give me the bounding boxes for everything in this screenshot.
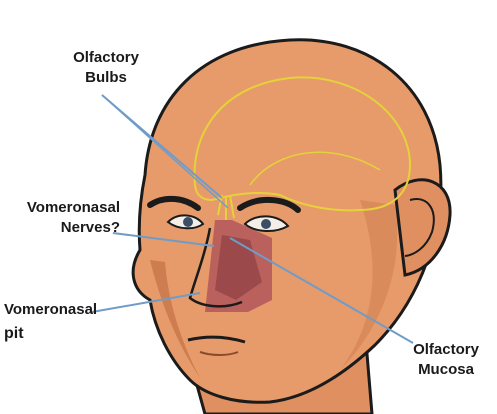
iris-right <box>261 219 271 229</box>
ear <box>395 180 450 275</box>
label-olfactory-mucosa: Olfactory Mucosa <box>400 340 492 380</box>
label-vomeronasal-pit: Vomeronasal pit <box>4 300 104 344</box>
iris-left <box>183 217 193 227</box>
label-olfactory-bulbs: Olfactory Bulbs <box>56 48 156 88</box>
label-vomeronasal-nerves: Vomeronasal Nerves? <box>0 198 120 238</box>
